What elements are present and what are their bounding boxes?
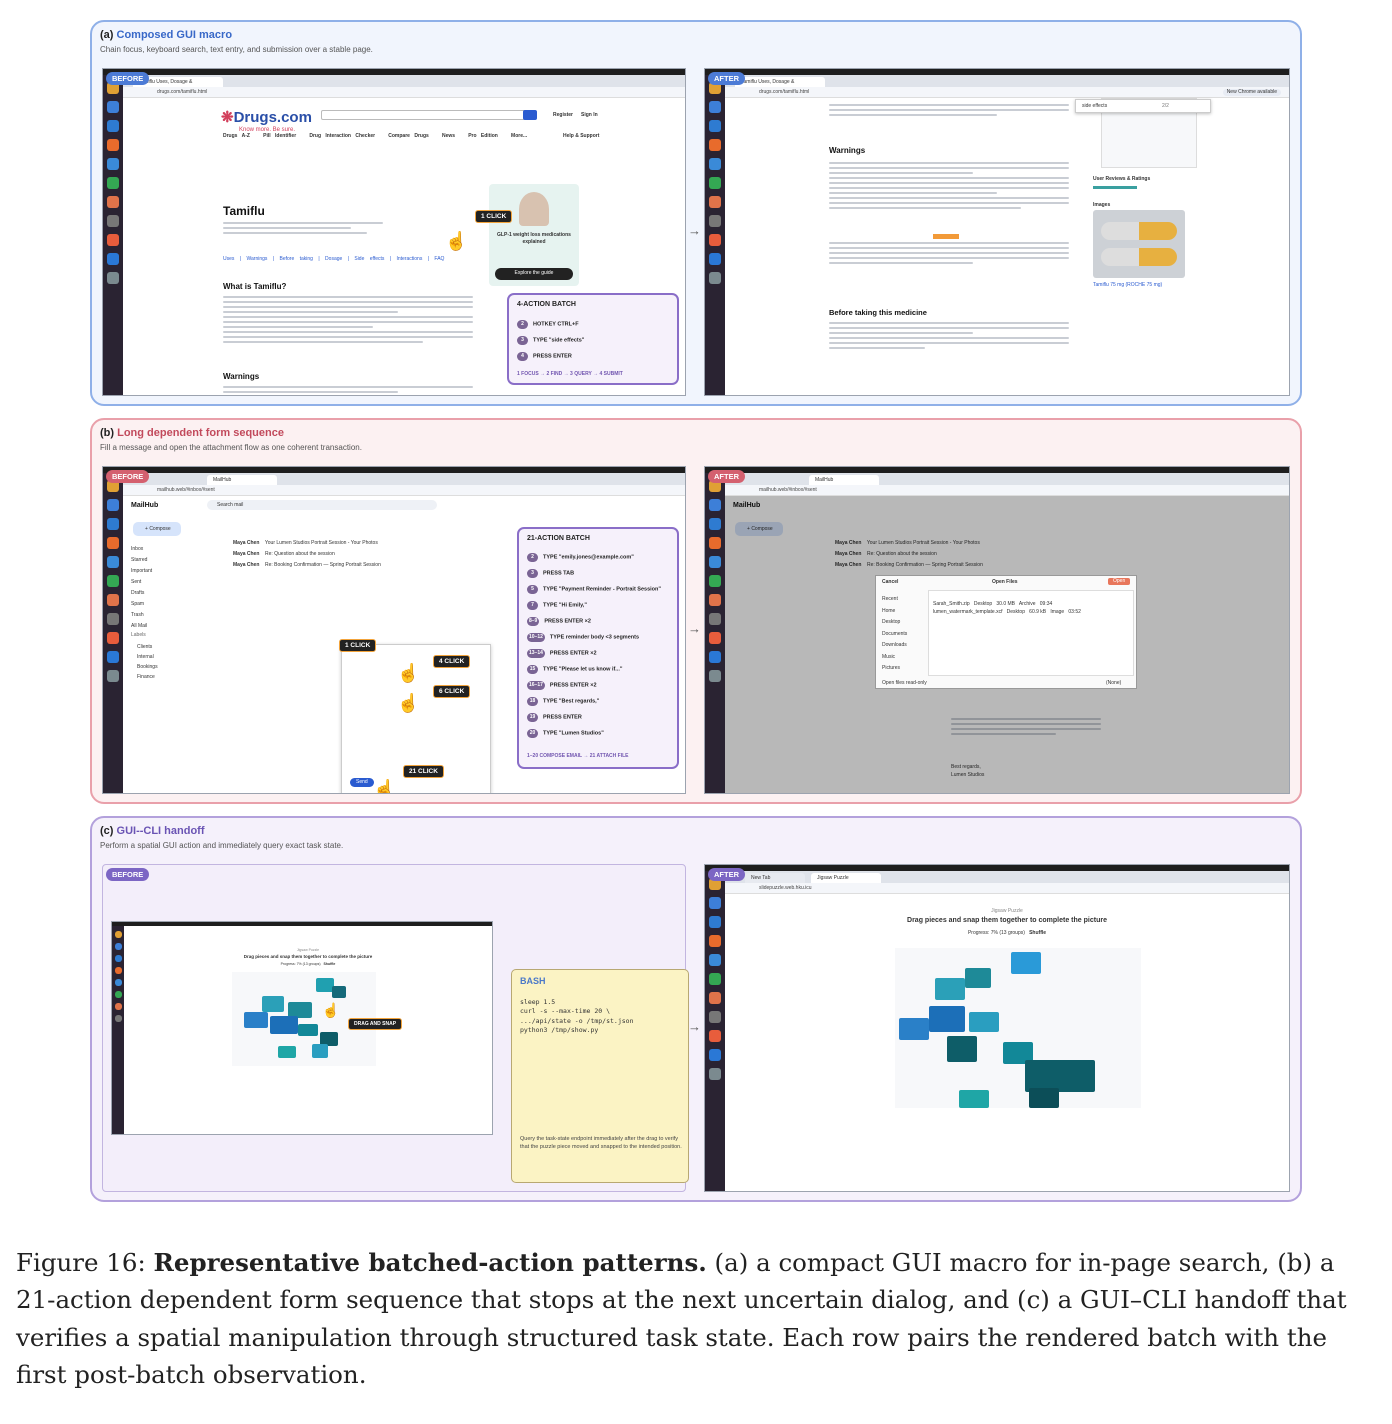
address-bar[interactable]: mailhub.web/#inbox/#sent [725,485,1289,496]
mailhub-tab[interactable]: MailHub [207,475,277,485]
shuffle-button[interactable]: Shuffle [1029,930,1047,936]
panel-c-before-screenshot: Jigsaw Puzzle Drag pieces and snap them … [111,921,493,1135]
figure-caption: Figure 16: Representative batched-action… [16,1248,1347,1390]
hand-cursor-icon: ☝ [373,779,396,794]
browser-tab[interactable]: Tamiflu Uses, Dosage & [133,77,223,87]
panel-c-after-screenshot: AFTER New Tab Jigsaw Puzzle slidepuzzle.… [704,864,1290,1192]
panel-b-title: (b) Long dependent form sequence [100,427,284,439]
panel-b-subtitle: Fill a message and open the attachment f… [100,443,362,452]
compose-button[interactable]: + Compose [735,522,783,536]
compose-button[interactable]: + Compose [133,522,181,536]
click-marker: 6 CLICK [433,685,471,698]
mail-row[interactable]: Maya Chen Re: Booking Confirmation — Spr… [835,562,983,568]
panel-a-after-screenshot: AFTER Tamiflu Uses, Dosage & drugs.com/t… [704,68,1290,396]
hand-cursor-icon: ☝ [397,693,420,713]
address-bar[interactable]: mailhub.web/#inbox/#sent [123,485,685,496]
puzzle-board[interactable] [895,948,1141,1108]
mail-row[interactable]: Maya Chen Your Lumen Studios Portrait Se… [233,540,378,546]
main-nav[interactable]: Drugs A-Z Pill Identifier Drug Interacti… [223,133,528,139]
transition-arrow-icon: → [688,223,701,238]
drag-label: DRAG AND SNAP [348,1018,403,1030]
file-row[interactable]: Sarah_Smith.zip Desktop 30.0 MB Archive … [933,601,1053,607]
transition-arrow-icon: → [688,621,701,636]
file-row[interactable]: lumen_watermark_template.xcf Desktop 60.… [933,609,1081,615]
mailhub-page: MailHub + Compose Maya Chen Your Lumen S… [725,496,1289,793]
jigsaw-tab[interactable]: Jigsaw Puzzle [811,873,881,883]
before-badge: BEFORE [106,72,150,85]
hand-cursor-icon: ☝ [322,1002,340,1018]
drugs-logo: ❋Drugs.com [221,109,312,126]
click-marker: 1 CLICK [339,639,377,652]
panel-c: (c) GUI--CLI handoff Perform a spatial G… [90,816,1302,1202]
explore-guide-button[interactable]: Explore the guide [495,268,573,280]
file-list[interactable]: Sarah_Smith.zip Desktop 30.0 MB Archive … [928,590,1134,676]
hand-cursor-icon: ☝ [445,231,468,251]
bash-card: BASH sleep 1.5 curl -s --max-time 20 \ .… [511,969,689,1183]
send-button[interactable]: Send [350,778,374,787]
mail-row[interactable]: Maya Chen Re: Question about the session [233,551,335,557]
panel-b-before-screenshot: BEFORE MailHub mailhub.web/#inbox/#sent … [102,466,686,794]
dialog-open-button[interactable]: Open [1108,578,1131,585]
hand-cursor-icon: ☝ [397,663,420,683]
search-icon[interactable] [523,110,537,120]
browser-tab[interactable]: Tamiflu Uses, Dosage & [735,77,825,87]
rating-bar [1093,186,1137,189]
address-bar[interactable]: slidepuzzle.web.hku.icu [725,883,1289,894]
drugs-page-scrolled: Warnings Before taking this medicine Use… [725,98,1289,395]
panel-a: (a) Composed GUI macro Chain focus, keyb… [90,20,1302,406]
bash-code: sleep 1.5 curl -s --max-time 20 \ .../ap… [520,998,634,1035]
panel-c-title: (c) GUI--CLI handoff [100,825,205,837]
click-marker: 4 CLICK [433,655,471,668]
ubuntu-dock [705,473,725,793]
panel-c-before: BEFORE Jigsaw Puzzle Drag pieces and sna… [102,864,689,1192]
new-tab[interactable]: New Tab [745,873,805,883]
ubuntu-dock [103,473,123,793]
address-bar[interactable]: drugs.com/tamiflu.html [725,87,1289,98]
click-marker: 1 CLICK [475,210,513,223]
search-mail-input[interactable]: Search mail [207,500,437,510]
mail-row[interactable]: Maya Chen Re: Question about the session [835,551,937,557]
address-bar[interactable]: drugs.com/tamiflu.html [123,87,685,98]
after-badge: AFTER [708,72,745,85]
compose-body[interactable]: Best regards, Lumen Studios [943,712,1113,793]
pill-image[interactable] [1093,210,1185,278]
panel-a-before-screenshot: BEFORE Tamiflu Uses, Dosage & drugs.com/… [102,68,686,396]
drugs-page: ❋Drugs.com Know more. Be sure. Register … [123,98,685,395]
dialog-cancel-button[interactable]: Cancel [882,579,899,585]
panel-a-subtitle: Chain focus, keyboard search, text entry… [100,45,373,54]
bash-note: Query the task-state endpoint immediatel… [520,1136,682,1150]
drug-tabs[interactable]: Uses | Warnings | Before taking | Dosage… [223,256,445,262]
jigsaw-page: Jigsaw Puzzle Drag pieces and snap them … [725,894,1289,1191]
mail-row[interactable]: Maya Chen Your Lumen Studios Portrait Se… [835,540,980,546]
find-highlight [933,234,959,239]
mailhub-tab[interactable]: MailHub [809,475,879,485]
panel-a-title: (a) Composed GUI macro [100,29,233,41]
ubuntu-dock [705,75,725,395]
ubuntu-dock [705,871,725,1191]
panel-b: (b) Long dependent form sequence Fill a … [90,418,1302,804]
drug-title: Tamiflu [223,204,265,218]
panel-b-after-screenshot: AFTER MailHub mailhub.web/#inbox/#sent M… [704,466,1290,794]
ad-card: GLP-1 weight loss medications explained … [489,184,579,286]
find-bar[interactable]: side effects 2/2 [1075,99,1211,113]
transition-arrow-icon: → [688,1019,701,1034]
click-marker: 21 CLICK [403,765,444,778]
search-input[interactable] [321,110,531,120]
panel-c-subtitle: Perform a spatial GUI action and immedia… [100,841,344,850]
person-photo [519,192,549,226]
ubuntu-dock [103,75,123,395]
mail-row[interactable]: Maya Chen Re: Booking Confirmation — Spr… [233,562,381,568]
